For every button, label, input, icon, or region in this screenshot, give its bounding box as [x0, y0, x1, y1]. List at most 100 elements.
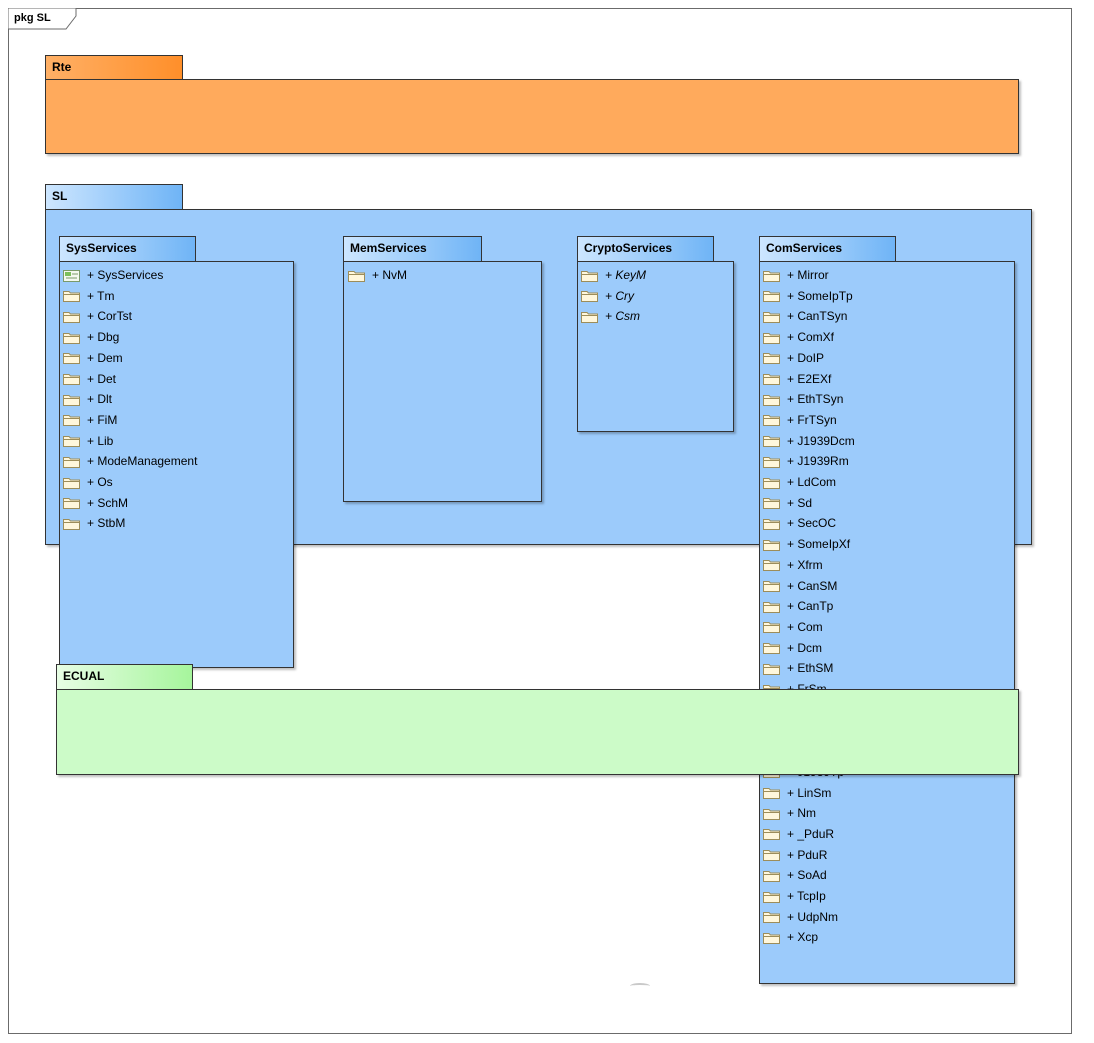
package-item[interactable]: + J1939Rm [763, 451, 849, 471]
package-item[interactable]: + Csm [581, 306, 640, 326]
package-item[interactable]: + CanTp [763, 596, 833, 616]
package-item[interactable]: + CorTst [63, 306, 132, 326]
package-cryptoservices-body[interactable] [577, 261, 734, 432]
package-item[interactable]: + Dcm [763, 638, 822, 658]
package-item[interactable]: + CanSM [763, 576, 837, 596]
package-rte-name: Rte [52, 60, 72, 74]
package-memservices-tab[interactable]: MemServices [343, 236, 482, 262]
package-item-label: + Dbg [87, 330, 120, 345]
package-item[interactable]: + PduR [763, 845, 827, 865]
package-item[interactable]: + Tm [63, 286, 114, 306]
package-item[interactable]: + SomeIpTp [763, 286, 853, 306]
folder-icon [763, 539, 780, 551]
package-item[interactable]: + StbM [63, 513, 125, 533]
package-item[interactable]: + UdpNm [763, 907, 838, 927]
package-item-label: + TcpIp [787, 889, 826, 903]
folder-icon [763, 829, 780, 841]
package-item-label: + Os [87, 475, 113, 489]
package-item-label: + SomeIpXf [787, 537, 851, 552]
folder-icon [63, 332, 80, 344]
package-item[interactable]: + Dbg [63, 327, 119, 347]
package-item-label: + FiM [87, 412, 118, 427]
package-item-label: + E2EXf [787, 371, 832, 386]
package-item[interactable]: + CanTSyn [763, 306, 847, 326]
package-item[interactable]: + SomeIpXf [763, 534, 850, 554]
package-item-label: + CanSM [787, 578, 838, 593]
package-item[interactable]: + SecOC [763, 513, 836, 533]
package-comservices-tab[interactable]: ComServices [759, 236, 896, 262]
package-item[interactable]: + _PduR [763, 824, 834, 844]
package-item[interactable]: + DoIP [763, 348, 824, 368]
folder-icon [763, 291, 780, 303]
package-sysservices-body[interactable] [59, 261, 294, 668]
package-item[interactable]: + ModeManagement [63, 451, 197, 471]
package-item[interactable]: + Nm [763, 803, 816, 823]
package-item-label: + PduR [787, 847, 828, 862]
folder-icon [763, 415, 780, 427]
package-item[interactable]: + Xcp [763, 927, 818, 947]
folder-icon [763, 560, 780, 572]
package-item[interactable]: + FiM [63, 410, 117, 430]
package-diagram-icon [63, 269, 80, 282]
connector-curve [630, 983, 650, 989]
package-item[interactable]: + Dem [63, 348, 123, 368]
package-item[interactable]: + LinSm [763, 783, 831, 803]
package-sysservices-tab[interactable]: SysServices [59, 236, 196, 262]
package-item[interactable]: + SchM [63, 493, 128, 513]
package-item-label: + FrTSyn [787, 412, 837, 427]
package-item[interactable]: + ComXf [763, 327, 834, 347]
folder-icon [763, 436, 780, 448]
package-item[interactable]: + Det [63, 369, 116, 389]
package-item-label: + CanTp [787, 599, 834, 614]
package-item-label: + EthTSyn [787, 392, 844, 407]
package-item-label: + Com [787, 619, 823, 634]
package-item[interactable]: + SoAd [763, 865, 827, 885]
package-item[interactable]: + EthSM [763, 658, 833, 678]
folder-icon [763, 518, 780, 530]
package-comservices-body[interactable] [759, 261, 1015, 984]
package-item[interactable]: + Sd [763, 493, 812, 513]
package-item[interactable]: + Com [763, 617, 823, 637]
package-item-label: + LdCom [787, 475, 837, 489]
package-rte-tab[interactable]: Rte [45, 55, 183, 80]
folder-icon [63, 291, 80, 303]
package-ecual-tab[interactable]: ECUAL [56, 664, 193, 690]
package-item[interactable]: + Mirror [763, 265, 829, 285]
folder-icon [581, 291, 598, 303]
package-item-label: + ComXf [787, 330, 835, 345]
package-item[interactable]: + E2EXf [763, 369, 831, 389]
package-item[interactable]: + Lib [63, 431, 113, 451]
package-item[interactable]: + J1939Dcm [763, 431, 855, 451]
package-item[interactable]: + KeyM [581, 265, 646, 285]
folder-icon [763, 394, 780, 406]
package-item[interactable]: + Dlt [63, 389, 112, 409]
package-item-label: + Tm [87, 288, 115, 303]
package-item-label: + LinSm [787, 785, 832, 800]
package-item-label: + UdpNm [787, 909, 839, 924]
package-item[interactable]: + Xfrm [763, 555, 823, 575]
folder-icon [63, 518, 80, 530]
package-cryptoservices-tab[interactable]: CryptoServices [577, 236, 714, 262]
folder-icon [63, 498, 80, 510]
package-item[interactable]: + Cry [581, 286, 634, 306]
package-item-label: + SysServices [87, 268, 164, 282]
package-item-label: + SecOC [787, 516, 837, 531]
folder-icon [581, 311, 598, 323]
package-item[interactable]: + EthTSyn [763, 389, 843, 409]
package-sl-tab[interactable]: SL [45, 184, 183, 210]
package-item-label: + Lib [87, 433, 114, 448]
package-item-label: + CorTst [87, 309, 133, 324]
package-item[interactable]: + FrTSyn [763, 410, 837, 430]
package-item[interactable]: + NvM [348, 265, 407, 285]
package-sl-name: SL [52, 189, 68, 203]
package-item[interactable]: + LdCom [763, 472, 836, 492]
package-item[interactable]: + SysServices [63, 265, 163, 285]
package-rte-body[interactable] [45, 79, 1019, 154]
folder-icon [763, 353, 780, 365]
package-ecual-body[interactable] [56, 689, 1019, 775]
package-memservices-body[interactable] [343, 261, 542, 502]
package-item-label: + StbM [87, 516, 126, 531]
diagram-frame [8, 8, 1072, 1034]
package-item[interactable]: + Os [63, 472, 113, 492]
package-item[interactable]: + TcpIp [763, 886, 826, 906]
